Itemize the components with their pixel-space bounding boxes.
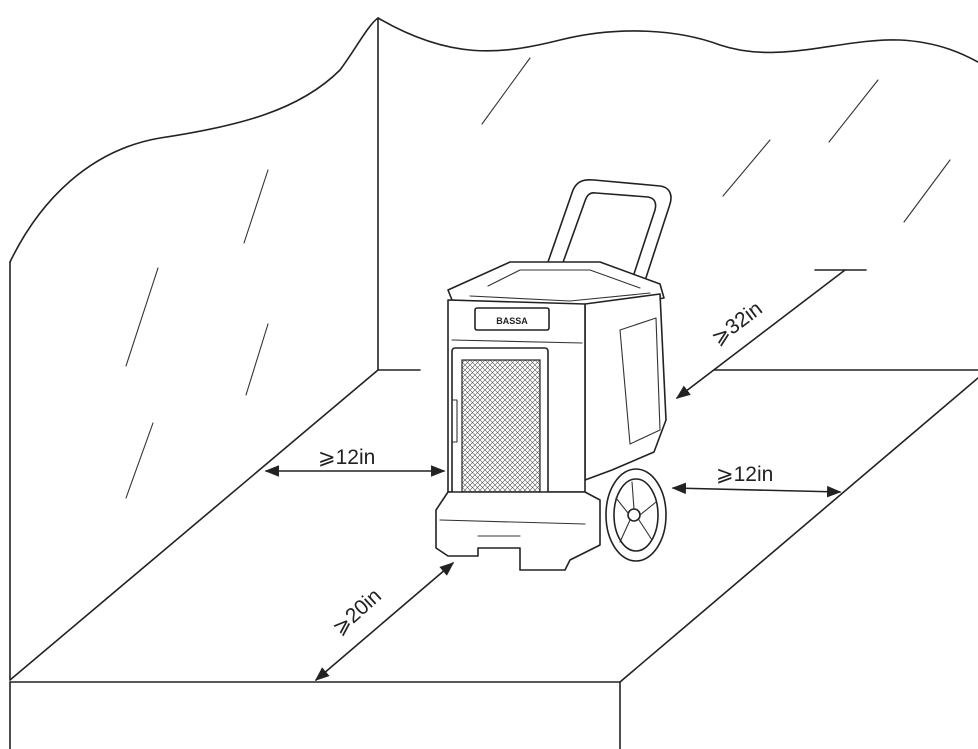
unit-wheel: [606, 469, 666, 561]
right-clearance-label: ⩾12in: [716, 463, 773, 486]
wall-left-outline: [10, 18, 378, 370]
wall-back-outline: [378, 18, 978, 62]
back-clearance-arrow: [677, 270, 845, 398]
right-clearance-arrow: [673, 488, 840, 492]
unit-air-grille: [462, 360, 540, 492]
front-clearance-label: ⩾20in: [328, 584, 386, 639]
unit-logo-text: BASSA: [496, 316, 528, 326]
back-clearance-label: ⩾32in: [707, 297, 767, 350]
left-clearance-label: ⩾12in: [318, 446, 375, 469]
unit-base: [436, 492, 600, 570]
dehumidifier-unit: BASSA: [436, 180, 671, 570]
